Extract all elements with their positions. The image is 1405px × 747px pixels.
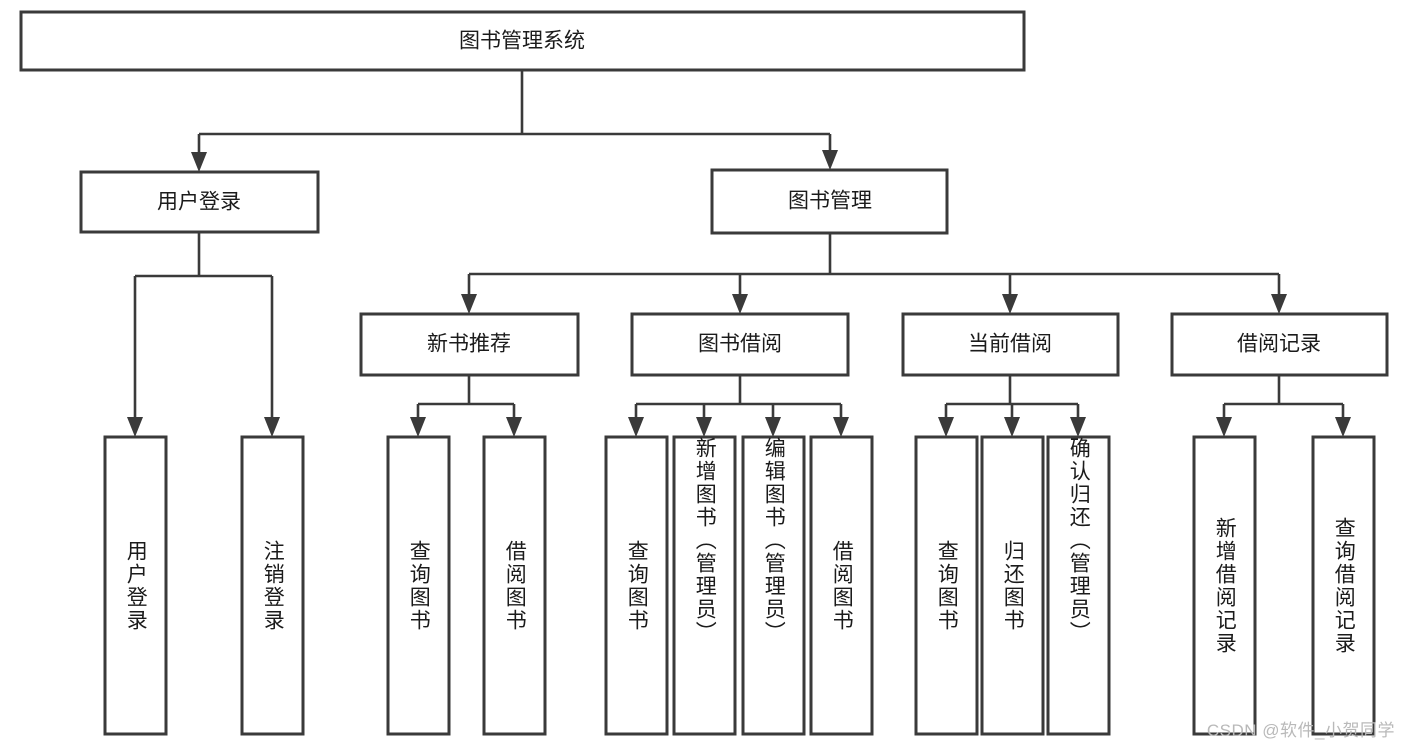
node-current-borrow-box[interactable]: [901, 312, 1120, 377]
connector-group-root-to-level2: [191, 70, 838, 172]
arrow-head-leaf-borrow-book-2: [833, 417, 849, 437]
node-book-management[interactable]: 图书管理: [710, 168, 949, 235]
node-borrow-record[interactable]: 借阅记录: [1170, 312, 1389, 377]
leaf-box-add-book[interactable]: [672, 435, 737, 736]
node-new-book-recommend[interactable]: 新书推荐: [359, 312, 580, 377]
node-book-borrow-box[interactable]: [630, 312, 850, 377]
arrow-head-leaf-query-book-1: [410, 417, 426, 437]
connector-group-new-book-recommend-to-leaves: [410, 375, 522, 437]
arrow-head-current-borrow: [1002, 294, 1018, 314]
leaf-box-borrow-book-2[interactable]: [809, 435, 874, 736]
node-book-borrow-label: 图书借阅: [698, 333, 782, 356]
leaf-box-query-book-1[interactable]: [386, 435, 451, 736]
node-current-borrow-label: 当前借阅: [968, 333, 1052, 356]
node-root-box[interactable]: [19, 10, 1026, 72]
arrow-head-new-book-recommend: [461, 294, 477, 314]
arrow-head-leaf-query-book-3: [938, 417, 954, 437]
node-current-borrow[interactable]: 当前借阅: [901, 312, 1120, 377]
arrow-head-leaf-query-borrow-record: [1335, 417, 1351, 437]
leaf-box-add-borrow-record[interactable]: [1192, 435, 1257, 736]
leaf-box-query-book-3[interactable]: [914, 435, 979, 736]
node-new-book-recommend-label: 新书推荐: [427, 333, 511, 356]
leaf-box-confirm-return[interactable]: [1046, 435, 1111, 736]
node-borrow-record-label: 借阅记录: [1237, 333, 1321, 356]
leaf-box-user-login[interactable]: [103, 435, 168, 736]
leaf-box-query-borrow-record[interactable]: [1311, 435, 1376, 736]
arrow-head-leaf-confirm-return: [1070, 417, 1086, 437]
arrow-head-leaf-user-login: [127, 417, 143, 437]
node-user-login-box[interactable]: [79, 170, 320, 234]
node-root-label: 图书管理系统: [459, 30, 585, 53]
watermark-text: CSDN @软件_小贺同学: [1206, 721, 1395, 740]
connector-group-user-login-to-leaves: [127, 232, 280, 437]
node-book-management-label: 图书管理: [788, 190, 872, 213]
leaf-box-logout-login[interactable]: [240, 435, 305, 736]
node-user-login-label: 用户登录: [157, 191, 241, 214]
leaf-box-return-book[interactable]: [980, 435, 1045, 736]
leaf-box-query-book-2[interactable]: [604, 435, 669, 736]
arrow-head-leaf-borrow-book-1: [506, 417, 522, 437]
arrow-head-leaf-query-book-2: [628, 417, 644, 437]
node-new-book-recommend-box[interactable]: [359, 312, 580, 377]
node-book-management-box[interactable]: [710, 168, 949, 235]
arrow-head-leaf-logout-login: [264, 417, 280, 437]
node-book-borrow[interactable]: 图书借阅: [630, 312, 850, 377]
node-borrow-record-box[interactable]: [1170, 312, 1389, 377]
node-user-login[interactable]: 用户登录: [79, 170, 320, 234]
leaf-boxes-group: [103, 435, 1376, 736]
arrow-head-book-management: [822, 150, 838, 170]
leaf-box-borrow-book-1[interactable]: [482, 435, 547, 736]
arrow-head-leaf-add-borrow-record: [1216, 417, 1232, 437]
connector-group-borrow-record-to-leaves: [1216, 375, 1351, 437]
connector-group-book-borrow-to-leaves: [628, 375, 849, 437]
arrow-head-leaf-add-book: [696, 417, 712, 437]
arrow-head-book-borrow: [732, 294, 748, 314]
connector-group-current-borrow-to-leaves: [938, 375, 1086, 437]
node-root[interactable]: 图书管理系统: [19, 10, 1026, 72]
arrow-head-borrow-record: [1271, 294, 1287, 314]
connector-group-book-management-to-level3: [461, 233, 1287, 314]
arrow-head-leaf-return-book: [1004, 417, 1020, 437]
arrow-head-user-login: [191, 152, 207, 172]
leaf-box-edit-book[interactable]: [741, 435, 806, 736]
arrow-head-leaf-edit-book: [765, 417, 781, 437]
